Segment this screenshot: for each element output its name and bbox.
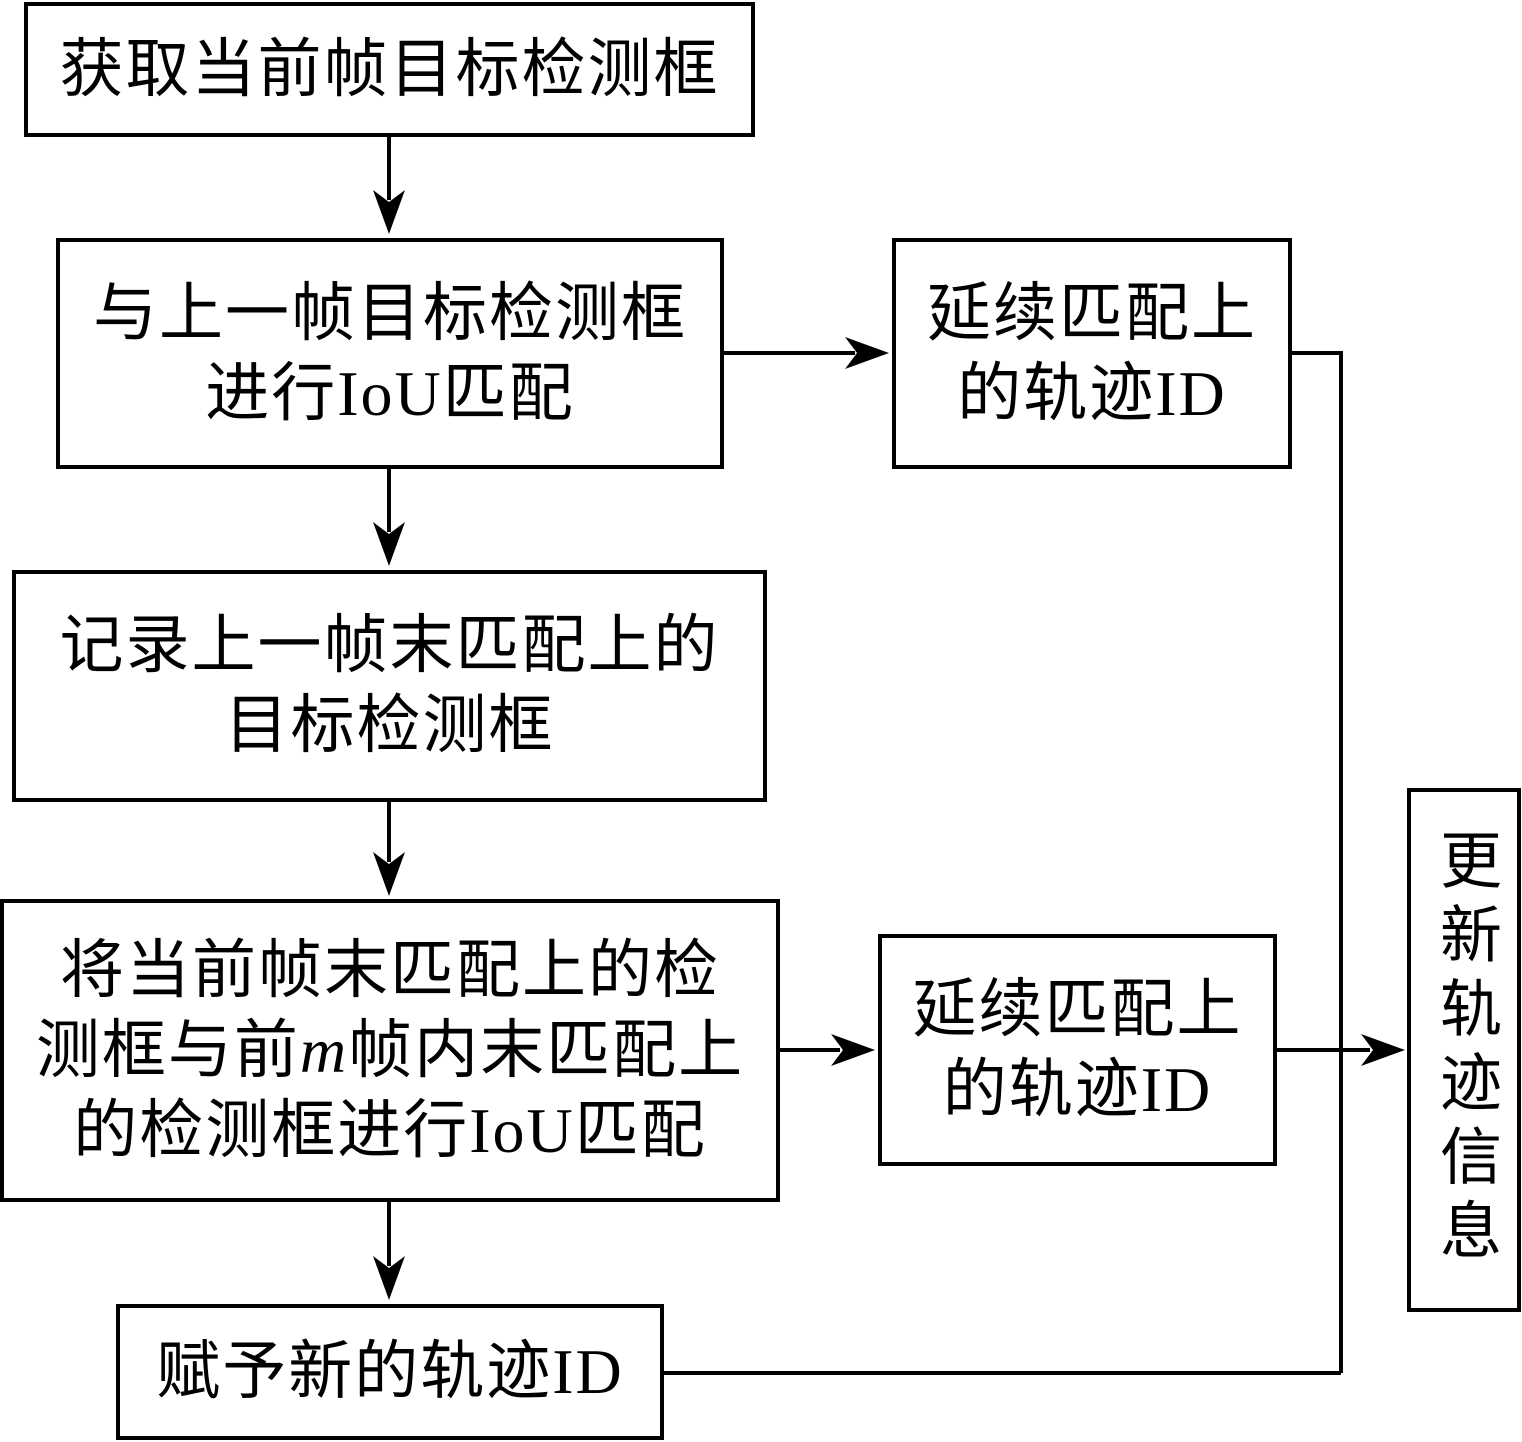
- node-continue-id-1-line-2: 的轨迹ID: [957, 357, 1227, 429]
- node-get-detections-label: 获取当前帧目标检测框: [59, 33, 720, 105]
- arrowhead-iou-m-to-assign: [373, 1256, 405, 1300]
- node-iou-m-frames-line-2a: 测框与前: [35, 1014, 300, 1086]
- node-iou-m-frames-line-2: 测框与前m帧内末匹配上: [36, 1011, 744, 1091]
- node-continue-id-2: 延续匹配上 的轨迹ID: [878, 934, 1277, 1166]
- node-iou-prev: 与上一帧目标检测框 进行IoU匹配: [56, 238, 724, 469]
- arrowhead-iou-prev-to-record: [373, 522, 405, 566]
- variable-m: m: [299, 1014, 349, 1086]
- node-assign-new-id: 赋予新的轨迹ID: [116, 1304, 664, 1440]
- node-iou-prev-line-2: 进行IoU匹配: [205, 357, 575, 429]
- arrowhead-iou-prev-to-continue-1: [845, 337, 889, 369]
- node-record-unmatched-line-2: 目标检测框: [224, 690, 555, 761]
- node-record-unmatched-line-1: 记录上一帧末匹配上的: [59, 610, 720, 681]
- node-continue-id-1-line-1: 延续匹配上: [927, 277, 1257, 349]
- node-update-tracks: 更新轨迹信息: [1407, 788, 1521, 1312]
- arrowhead-get-to-iou-prev: [373, 190, 405, 234]
- node-continue-id-1: 延续匹配上 的轨迹ID: [892, 238, 1292, 469]
- node-iou-m-frames-line-1: 将当前帧末匹配上的检: [60, 934, 720, 1006]
- node-record-unmatched: 记录上一帧末匹配上的 目标检测框: [12, 570, 767, 802]
- node-iou-m-frames-line-2b: 帧内末匹配上: [348, 1014, 745, 1086]
- arrowhead-iou-m-to-continue-2: [831, 1034, 875, 1066]
- node-iou-m-frames: 将当前帧末匹配上的检 测框与前m帧内末匹配上 的检测框进行IoU匹配: [0, 899, 780, 1202]
- node-continue-id-2-line-2: 的轨迹ID: [942, 1054, 1213, 1125]
- node-iou-m-frames-line-3: 的检测框进行IoU匹配: [73, 1094, 707, 1166]
- arrowhead-record-to-iou-m: [373, 852, 405, 896]
- node-continue-id-2-line-1: 延续匹配上: [912, 974, 1243, 1045]
- arrowhead-to-update: [1361, 1034, 1405, 1066]
- node-assign-new-id-label: 赋予新的轨迹ID: [156, 1336, 624, 1407]
- edge-continue-1-to-bus: [1290, 351, 1343, 1373]
- node-iou-prev-line-1: 与上一帧目标检测框: [93, 277, 687, 349]
- node-get-detections: 获取当前帧目标检测框: [24, 2, 755, 137]
- node-update-tracks-label: 更新轨迹信息: [1430, 828, 1498, 1272]
